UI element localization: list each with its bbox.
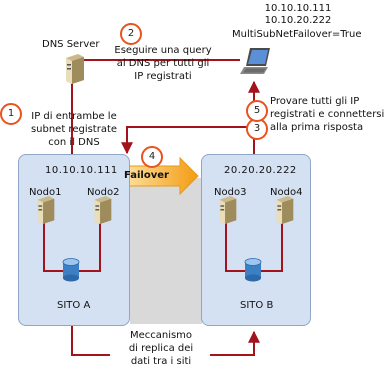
site-a-box: 10.10.10.111 Nodo1 Nodo2 SITO A bbox=[18, 154, 130, 326]
site-b-node4-label: Nodo4 bbox=[270, 187, 303, 198]
failover-arrow bbox=[121, 156, 199, 196]
step1-line3: con il DNS bbox=[48, 137, 100, 148]
client-ip-2: 10.10.20.222 bbox=[264, 15, 332, 26]
server-icon bbox=[66, 54, 84, 84]
step-badge-5: 5 bbox=[246, 100, 268, 122]
node3-server-icon bbox=[219, 196, 237, 224]
inter-site-band bbox=[130, 178, 202, 324]
site-b-name: SITO B bbox=[240, 300, 274, 311]
step2-line3: IP registrati bbox=[134, 71, 192, 82]
step2-line2: al DNS per tutti gli bbox=[116, 58, 210, 69]
site-a-node2-label: Nodo2 bbox=[87, 187, 120, 198]
client-ip-1: 10.10.10.111 bbox=[264, 3, 332, 14]
site-b-node3-label: Nodo3 bbox=[214, 187, 247, 198]
dns-server-label: DNS Server bbox=[42, 39, 100, 50]
replication-line1: Meccanismo bbox=[129, 330, 193, 341]
step5-line1: Provare tutti gli IP bbox=[270, 96, 360, 107]
site-a-name: SITO A bbox=[57, 300, 91, 311]
client-setting: MultiSubNetFailover=True bbox=[232, 29, 362, 40]
site-a-database-icon bbox=[62, 258, 80, 282]
node1-server-icon bbox=[37, 196, 55, 224]
site-a-node1-label: Nodo1 bbox=[29, 187, 62, 198]
step-badge-2: 2 bbox=[120, 23, 142, 45]
replication-line3: dati tra i siti bbox=[130, 356, 192, 367]
step-badge-4: 4 bbox=[141, 146, 163, 168]
site-b-database-icon bbox=[244, 258, 262, 282]
query-result-arrow bbox=[121, 126, 250, 155]
replication-line bbox=[71, 326, 110, 356]
step5-line2: registrati e connettersi bbox=[270, 109, 385, 120]
step5-line3: alla prima risposta bbox=[270, 122, 364, 133]
step1-line2: subnet registrate bbox=[30, 124, 118, 135]
laptop-icon bbox=[240, 48, 270, 74]
site-a-ip: 10.10.10.111 bbox=[45, 165, 118, 176]
replication-arrow bbox=[210, 330, 260, 356]
site-b-box: 20.20.20.222 Nodo3 Nodo4 SITO B bbox=[201, 154, 311, 326]
replication-line2: di replica dei bbox=[128, 343, 194, 354]
step-badge-1: 1 bbox=[0, 103, 22, 125]
step2-line1: Eseguire una query bbox=[114, 45, 212, 56]
site-b-ip: 20.20.20.222 bbox=[224, 165, 297, 176]
node2-server-icon bbox=[94, 196, 112, 224]
node4-server-icon bbox=[276, 196, 294, 224]
step1-line1: IP di entrambe le bbox=[31, 111, 117, 122]
failover-label: Failover bbox=[124, 170, 169, 181]
